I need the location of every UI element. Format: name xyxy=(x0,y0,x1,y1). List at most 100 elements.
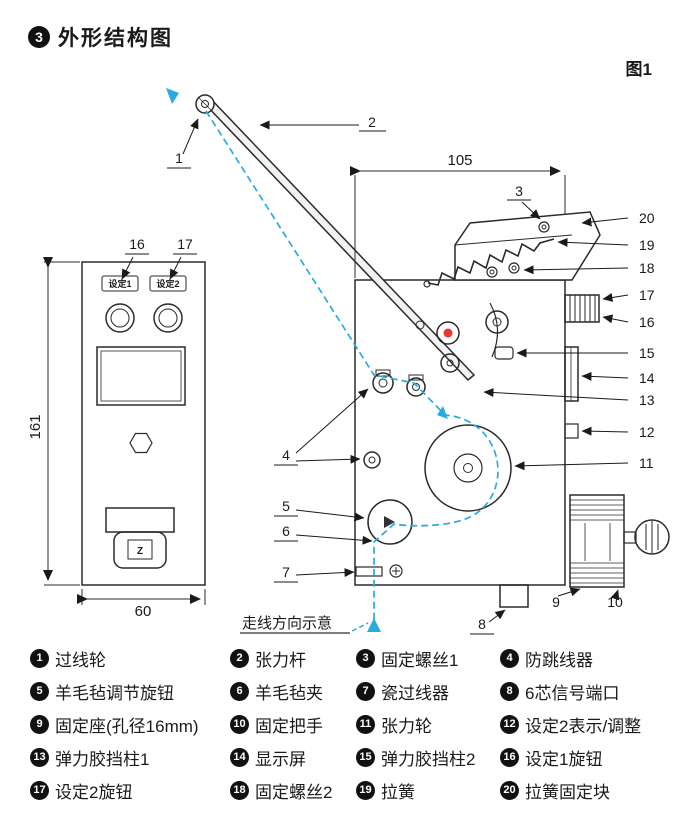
legend-item-4: 4 防跳线器 xyxy=(500,646,692,671)
legend-badge-9: 9 xyxy=(30,715,49,734)
ceramic-wire-guide xyxy=(355,566,383,577)
elastic-stop-post-2 xyxy=(494,346,514,360)
legend-label-1: 过线轮 xyxy=(55,651,106,670)
legend-badge-6: 6 xyxy=(230,682,249,701)
knob2-label: 设定2 xyxy=(156,278,179,289)
legend-badge-2: 2 xyxy=(230,649,249,668)
svg-text:Z: Z xyxy=(137,546,143,557)
side-knob-2 xyxy=(153,303,183,333)
wire-path xyxy=(166,88,499,634)
callout-15: 15 xyxy=(639,345,655,361)
legend-label-10: 固定把手 xyxy=(255,717,323,736)
legend-badge-20: 20 xyxy=(500,781,519,800)
legend-badge-13: 13 xyxy=(30,748,49,767)
figure-label: 图1 xyxy=(625,60,652,79)
legend-label-4: 防跳线器 xyxy=(525,651,593,670)
lever-pivot xyxy=(436,321,460,345)
guide-wheel-c xyxy=(363,451,381,469)
callout-11: 11 xyxy=(639,455,654,471)
structure-diagram: 设定1 设定2 Z 161 60 16 17 xyxy=(0,75,700,643)
legend-label-7: 瓷过线器 xyxy=(381,684,449,703)
knob1-label: 设定1 xyxy=(108,278,131,289)
hex-nut xyxy=(129,432,153,454)
legend-item-20: 20 拉簧固定块 xyxy=(500,778,692,803)
tension-lever xyxy=(202,96,476,382)
side-callout-16: 16 xyxy=(129,236,145,252)
side-clamp-handle xyxy=(113,531,167,569)
legend-badge-4: 4 xyxy=(500,649,519,668)
legend-label-17: 设定2旋钮 xyxy=(55,783,133,802)
page-title: 外形结构图 xyxy=(58,27,173,50)
legend-label-14: 显示屏 xyxy=(255,750,306,769)
side-view xyxy=(81,261,206,586)
legend-badge-17: 17 xyxy=(30,781,49,800)
legend-badge-11: 11 xyxy=(356,715,375,734)
callout-4: 4 xyxy=(282,447,290,463)
dim-height-label: 161 xyxy=(27,414,44,439)
legend-label-9: 固定座(孔径16mm) xyxy=(55,717,199,736)
dim-top-label: 105 xyxy=(447,152,472,169)
side-display xyxy=(96,346,186,406)
felt-adjust-knob xyxy=(367,499,413,545)
main-body xyxy=(354,279,566,586)
legend-badge-14: 14 xyxy=(230,748,249,767)
legend-label-13: 弹力胶挡柱1 xyxy=(55,750,150,769)
guide-wheel-a xyxy=(372,372,394,394)
legend-item-6: 6 羊毛毡夹 xyxy=(230,679,354,704)
legend-label-16: 设定1旋钮 xyxy=(525,750,603,769)
main-view xyxy=(195,94,670,608)
callout-1: 1 xyxy=(175,150,183,166)
legend-label-15: 弹力胶挡柱2 xyxy=(381,750,476,769)
legend-badge-15: 15 xyxy=(356,748,375,767)
callout-9: 9 xyxy=(552,594,560,610)
page-header: 3 外形结构图 xyxy=(28,22,173,52)
callout-2: 2 xyxy=(368,114,376,130)
wire-out-arrow xyxy=(166,88,179,104)
callout-7: 7 xyxy=(282,564,290,580)
adjust-connector xyxy=(564,423,579,439)
side-knob-1 xyxy=(105,303,135,333)
legend-item-13: 13 弹力胶挡柱1 xyxy=(30,745,228,770)
legend-label-6: 羊毛毡夹 xyxy=(255,684,323,703)
legend-item-14: 14 显示屏 xyxy=(230,745,354,770)
legend-item-18: 18 固定螺丝2 xyxy=(230,778,354,803)
legend-label-11: 张力轮 xyxy=(381,717,432,736)
red-pivot-marker xyxy=(443,328,453,338)
wire-in-arrow xyxy=(367,618,381,632)
callout-19: 19 xyxy=(639,237,655,253)
legend-label-5: 羊毛毡调节旋钮 xyxy=(55,684,174,703)
callout-10: 10 xyxy=(607,594,623,610)
legend-badge-18: 18 xyxy=(230,781,249,800)
legend-badge-12: 12 xyxy=(500,715,519,734)
legend-item-5: 5 羊毛毡调节旋钮 xyxy=(30,679,228,704)
legend-label-2: 张力杆 xyxy=(255,651,306,670)
tension-wheel xyxy=(424,424,512,512)
legend-label-3: 固定螺丝1 xyxy=(381,651,459,670)
legend-label-20: 拉簧固定块 xyxy=(525,783,610,802)
side-callout-17: 17 xyxy=(177,236,193,252)
legend-label-8: 6芯信号端口 xyxy=(525,684,620,703)
legend-badge-5: 5 xyxy=(30,682,49,701)
legend-item-17: 17 设定2旋钮 xyxy=(30,778,228,803)
callout-13: 13 xyxy=(639,392,655,408)
callout-16: 16 xyxy=(639,314,655,330)
legend-item-9: 9 固定座(孔径16mm) xyxy=(30,712,228,737)
callout-18: 18 xyxy=(639,260,655,276)
diagram-svg: 设定1 设定2 Z 161 60 16 17 xyxy=(27,88,670,635)
setting-knob-ribbed xyxy=(564,294,600,323)
wire-mid-arrow xyxy=(437,406,448,419)
fixing-handle xyxy=(634,519,670,555)
callout-3: 3 xyxy=(515,183,523,199)
legend-item-11: 11 张力轮 xyxy=(356,712,498,737)
wire-note: 走线方向示意 xyxy=(242,614,332,632)
callout-5: 5 xyxy=(282,498,290,514)
legend-label-18: 固定螺丝2 xyxy=(255,783,333,802)
signal-port xyxy=(499,584,529,608)
